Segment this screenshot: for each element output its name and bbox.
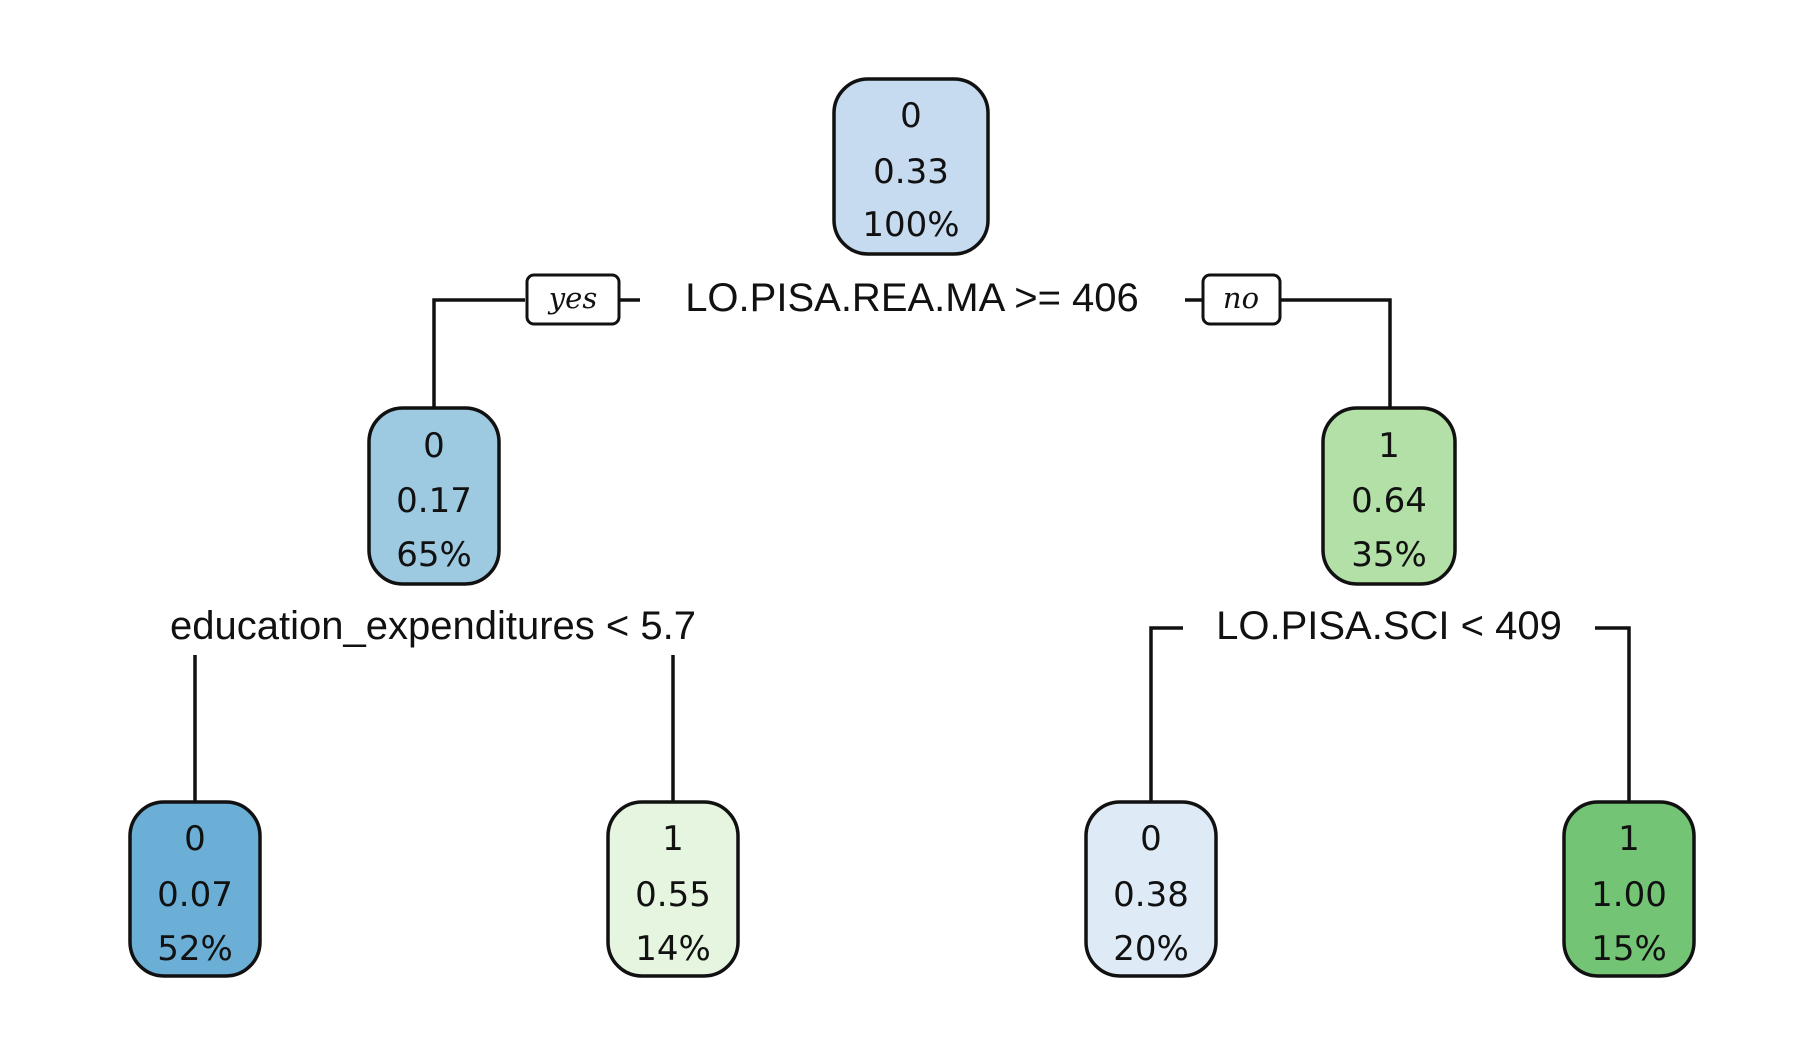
tree-leaf-lr-prob: 0.55 — [635, 875, 711, 915]
tree-leaf-ll: 0 0.07 52% — [128, 800, 262, 978]
tree-leaf-rl-prob: 0.38 — [1113, 875, 1189, 915]
tree-node-left-prob: 0.17 — [396, 481, 472, 521]
tree-node-left: 0 0.17 65% — [367, 406, 501, 586]
branch-label-no-text: no — [1223, 281, 1259, 315]
split-root-operator: >= — [1014, 276, 1061, 320]
branch-label-yes-box — [525, 273, 621, 326]
tree-leaf-ll-pct: 52% — [157, 929, 233, 969]
tree-node-root: 0 0.33 100% — [832, 77, 990, 256]
tree-node-right: 1 0.64 35% — [1321, 406, 1457, 586]
split-right-variable: LO.PISA.SCI — [1216, 604, 1449, 648]
tree-leaf-rr-box — [1562, 800, 1696, 978]
split-left-value: 5.7 — [640, 604, 696, 648]
tree-leaf-rl-class: 0 — [1140, 819, 1162, 859]
split-left-operator: < — [606, 604, 629, 648]
tree-leaf-ll-box — [128, 800, 262, 978]
split-left: education_expenditures < 5.7 — [170, 604, 696, 648]
tree-leaf-lr-pct: 14% — [635, 929, 711, 969]
branch-label-no-box — [1201, 273, 1282, 326]
tree-node-right-pct: 35% — [1351, 535, 1427, 575]
tree-leaf-rl: 0 0.38 20% — [1084, 800, 1218, 978]
tree-node-right-box — [1321, 406, 1457, 586]
split-root: LO.PISA.REA.MA >= 406 — [685, 276, 1139, 320]
tree-leaf-rr: 1 1.00 15% — [1562, 800, 1696, 978]
edge-root-left — [432, 298, 525, 408]
tree-leaf-lr: 1 0.55 14% — [606, 800, 740, 978]
tree-node-right-prob: 0.64 — [1351, 481, 1427, 521]
split-left-variable: education_expenditures — [170, 604, 595, 648]
branch-label-yes-text: yes — [547, 281, 597, 315]
branch-label-no: no — [1201, 273, 1282, 326]
tree-leaf-rl-box — [1084, 800, 1218, 978]
split-right-operator: < — [1461, 604, 1484, 648]
tree-node-root-box — [832, 77, 990, 256]
tree-leaf-lr-class: 1 — [662, 819, 684, 859]
edge-right-rl — [1149, 626, 1183, 802]
split-root-variable: LO.PISA.REA.MA — [685, 276, 1005, 320]
split-right-value: 409 — [1495, 604, 1562, 648]
tree-leaf-rr-pct: 15% — [1591, 929, 1667, 969]
tree-node-root-pct: 100% — [862, 205, 959, 245]
split-root-value: 406 — [1072, 276, 1139, 320]
edge-root-right — [1280, 298, 1392, 408]
tree-leaf-ll-prob: 0.07 — [157, 875, 233, 915]
tree-node-right-class: 1 — [1378, 426, 1400, 466]
tree-leaf-ll-class: 0 — [184, 819, 206, 859]
branch-label-yes: yes — [525, 273, 621, 326]
tree-leaf-rr-prob: 1.00 — [1591, 875, 1667, 915]
edge-right-rr — [1595, 626, 1631, 802]
tree-node-root-prob: 0.33 — [873, 152, 949, 192]
tree-node-left-pct: 65% — [396, 535, 472, 575]
tree-leaf-lr-box — [606, 800, 740, 978]
tree-leaf-rr-class: 1 — [1618, 819, 1640, 859]
tree-edges — [193, 298, 1631, 802]
tree-node-left-box — [367, 406, 501, 586]
split-right: LO.PISA.SCI < 409 — [1216, 604, 1562, 648]
tree-node-left-class: 0 — [423, 426, 445, 466]
tree-leaf-rl-pct: 20% — [1113, 929, 1189, 969]
tree-node-root-class: 0 — [900, 96, 922, 136]
